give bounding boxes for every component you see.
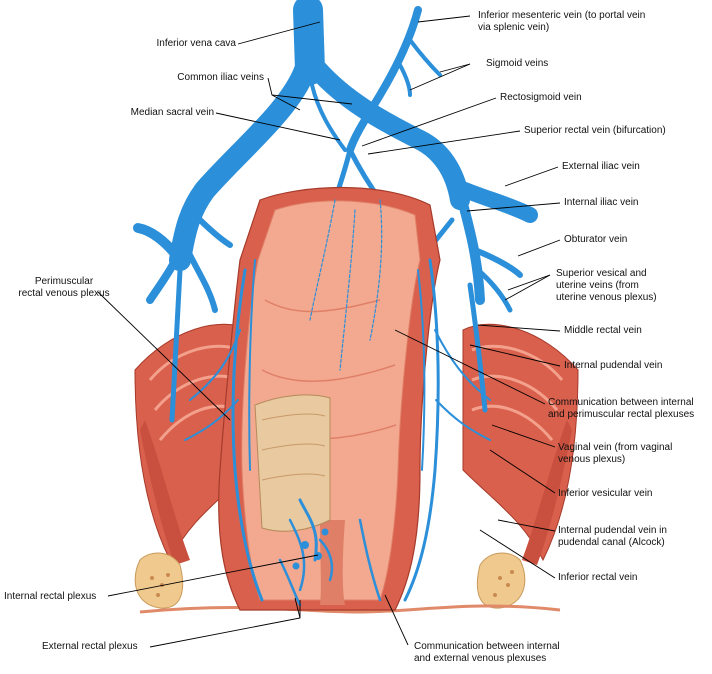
label-line: Perimuscular: [34, 276, 94, 287]
label-median-sacral-vein: Median sacral vein: [130, 107, 214, 118]
obturator-muscles: [140, 420, 572, 565]
label-line: pudendal canal (Alcock): [558, 537, 665, 548]
label-internal-iliac-vein: Internal iliac vein: [564, 197, 639, 208]
label-rectosigmoid-vein: Rectosigmoid vein: [500, 92, 582, 103]
label-internal-rectal-plexus: Internal rectal plexus: [4, 591, 97, 602]
label-line: uterine veins (from: [556, 280, 639, 291]
label-line: Communication between internal: [548, 397, 694, 408]
label-inferior-vena-cava: Inferior vena cava: [156, 38, 237, 49]
label-line: via splenic vein): [478, 22, 550, 33]
label-obturator-vein: Obturator vein: [564, 234, 628, 245]
label-common-iliac-veins: Common iliac veins: [177, 72, 264, 83]
label-sigmoid-veins: Sigmoid veins: [486, 58, 549, 69]
label-inferior-rectal-vein: Inferior rectal vein: [558, 572, 638, 583]
label-line: Inferior mesenteric vein (to portal vein: [478, 10, 646, 21]
label-line: and perimuscular rectal plexuses: [548, 409, 695, 420]
label-external-iliac-vein: External iliac vein: [562, 161, 640, 172]
rectum: [218, 186, 441, 611]
perineal-skin: [139, 604, 561, 614]
label-communication-internal-external: Communication between internal and exter…: [414, 641, 560, 665]
label-line: and external venous plexuses: [414, 653, 547, 664]
iliac-venous-system: [133, 0, 538, 423]
label-line: Internal pudendal vein in: [558, 525, 667, 536]
label-line: Superior vesical and: [556, 268, 647, 279]
label-line: Vaginal vein (from vaginal: [558, 442, 673, 453]
label-superior-vesical-uterine: Superior vesical and uterine veins (from…: [556, 268, 657, 304]
label-line: rectal venous plexus: [18, 288, 110, 299]
label-internal-pudendal-canal: Internal pudendal vein in pudendal canal…: [558, 525, 667, 549]
label-superior-rectal-vein: Superior rectal vein (bifurcation): [524, 125, 666, 136]
ischial-tuberosity-left: [134, 552, 184, 609]
label-internal-pudendal-vein: Internal pudendal vein: [564, 360, 663, 371]
leader-lines: [97, 15, 561, 648]
label-communication-internal-perimuscular: Communication between internal and perim…: [548, 397, 694, 421]
ischial-tuberosity-right: [476, 552, 526, 609]
rectal-venous-plexuses: [184, 199, 491, 607]
label-perimuscular-plexus: Perimuscular rectal venous plexus: [0, 276, 128, 300]
label-inferior-vesicular-vein: Inferior vesicular vein: [558, 488, 653, 499]
label-line: venous plexus): [558, 454, 626, 465]
label-inferior-mesenteric-vein: Inferior mesenteric vein (to portal vein…: [478, 10, 645, 34]
label-line: Communication between internal: [414, 641, 560, 652]
label-line: uterine venous plexus): [556, 292, 657, 303]
label-vaginal-vein: Vaginal vein (from vaginal venous plexus…: [558, 442, 672, 466]
label-middle-rectal-vein: Middle rectal vein: [564, 325, 642, 336]
label-external-rectal-plexus: External rectal plexus: [42, 641, 138, 652]
